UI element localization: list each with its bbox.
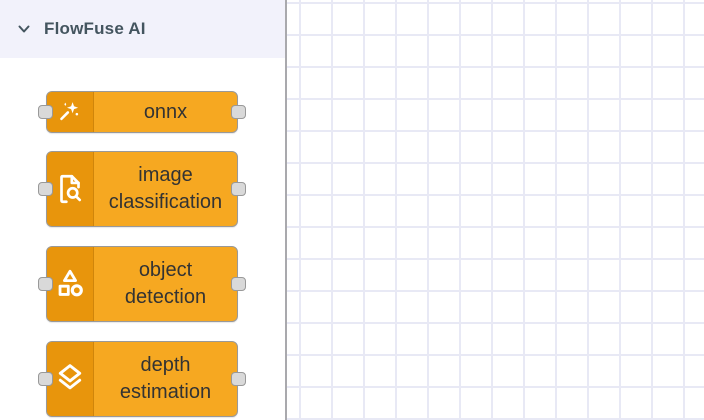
- magic-wand-icon: [47, 92, 94, 132]
- palette-node-onnx[interactable]: onnx: [38, 91, 246, 133]
- node-input-port: [38, 372, 53, 386]
- node-output-port: [231, 372, 246, 386]
- node-label: object detection: [124, 259, 207, 308]
- palette-node-object-detection[interactable]: object detection: [38, 246, 246, 322]
- palette-category-title: FlowFuse AI: [44, 19, 146, 38]
- palette-category-header[interactable]: FlowFuse AI: [0, 0, 285, 58]
- shapes-icon: [47, 247, 94, 321]
- palette-sidebar: FlowFuse AI onnx image classification obje…: [0, 0, 287, 420]
- node-label: onnx: [143, 100, 188, 123]
- node-output-port: [231, 105, 246, 119]
- file-search-icon: [47, 152, 94, 226]
- palette-node-image-classification[interactable]: image classification: [38, 151, 246, 227]
- chevron-down-icon: [17, 22, 31, 36]
- node-input-port: [38, 277, 53, 291]
- node-input-port: [38, 105, 53, 119]
- node-output-port: [231, 182, 246, 196]
- node-label: image classification: [108, 164, 223, 213]
- node-label: depth estimation: [119, 354, 212, 403]
- palette-node-list: onnx image classification object detection…: [0, 58, 285, 420]
- layers-icon: [47, 342, 94, 416]
- flow-canvas[interactable]: [287, 0, 704, 420]
- palette-node-depth-estimation[interactable]: depth estimation: [38, 341, 246, 417]
- node-output-port: [231, 277, 246, 291]
- node-input-port: [38, 182, 53, 196]
